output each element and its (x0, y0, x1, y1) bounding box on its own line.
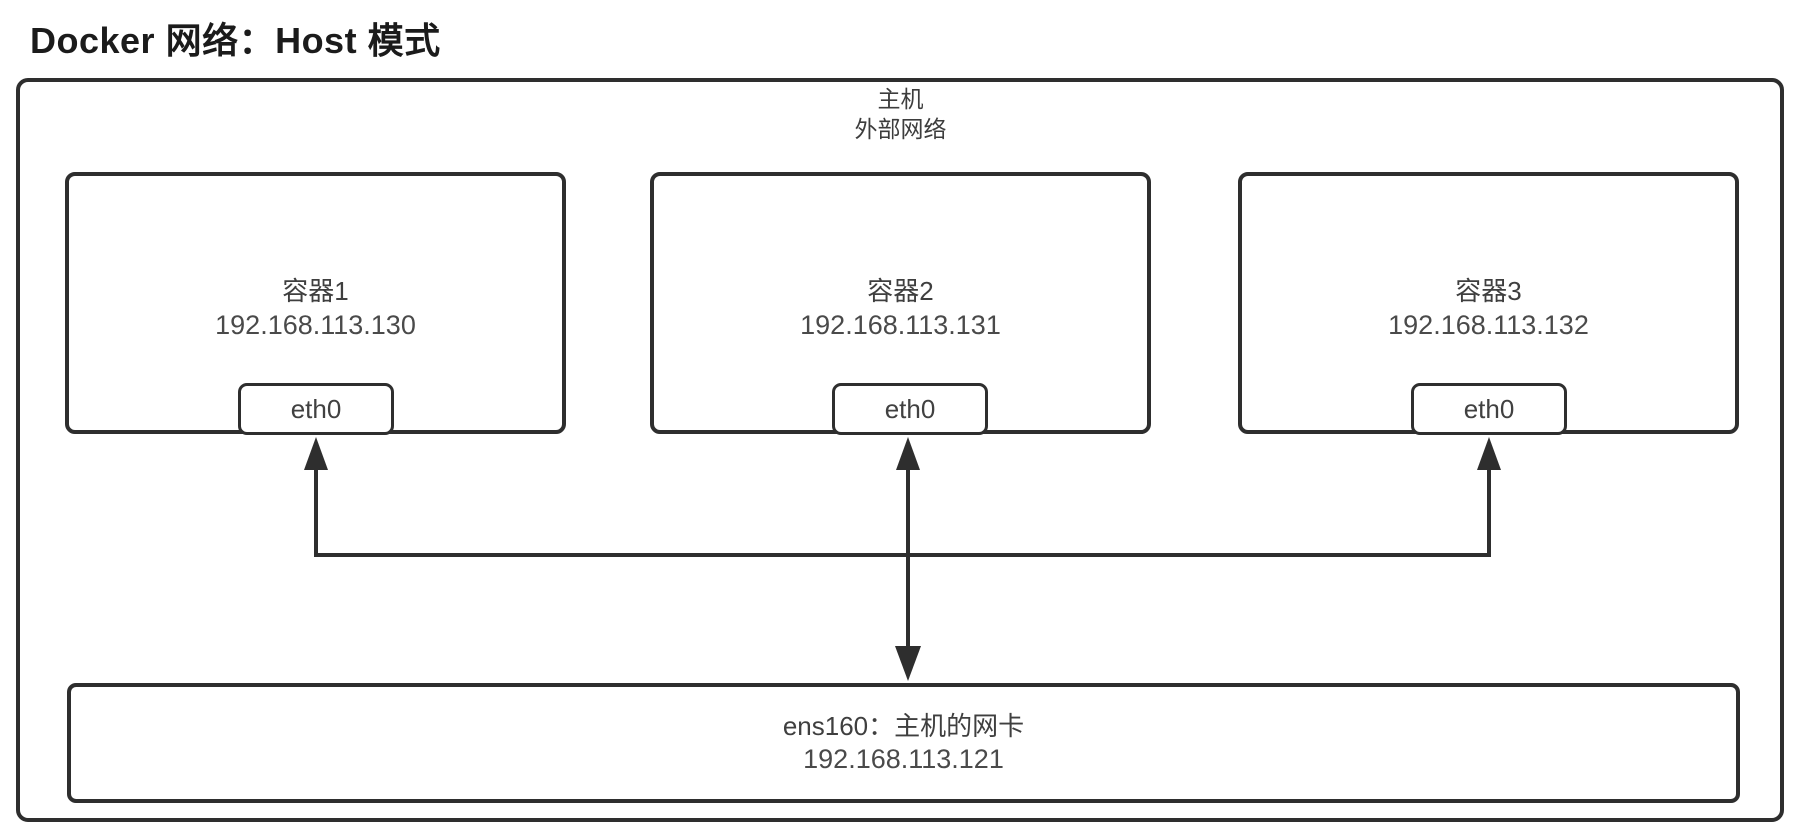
host-nic-ip: 192.168.113.121 (803, 744, 1004, 774)
container-3-name: 容器3 (1455, 276, 1522, 306)
host-boundary-box (16, 78, 1784, 822)
host-label: 主机 外部网络 (0, 84, 1801, 144)
container-1-eth0-port: eth0 (238, 383, 394, 435)
container-2-eth0-port: eth0 (832, 383, 988, 435)
container-1-ip: 192.168.113.130 (215, 310, 416, 340)
container-3-ip: 192.168.113.132 (1388, 310, 1589, 340)
container-2-ip: 192.168.113.131 (800, 310, 1001, 340)
container-2-name: 容器2 (867, 276, 934, 306)
container-3-eth0-port: eth0 (1411, 383, 1567, 435)
host-label-line1: 主机 (877, 86, 924, 112)
host-nic-label: ens160：主机的网卡 (782, 711, 1025, 741)
host-label-line2: 外部网络 (854, 116, 947, 142)
container-1-name: 容器1 (282, 276, 349, 306)
host-nic-box: ens160：主机的网卡 192.168.113.121 (67, 683, 1740, 803)
page-title: Docker 网络：Host 模式 (30, 20, 441, 61)
